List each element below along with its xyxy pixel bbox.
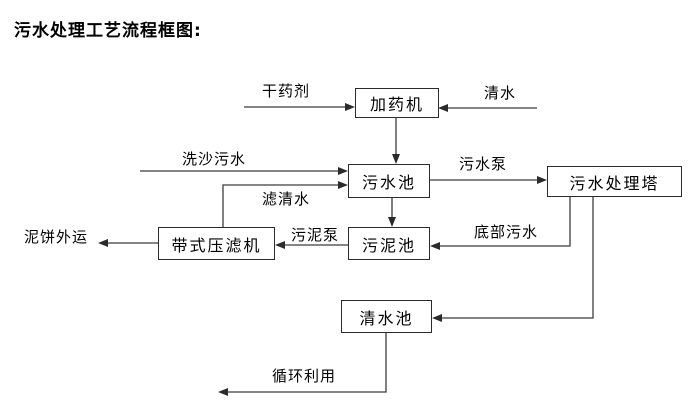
edge-bottom-sewage — [430, 197, 571, 250]
label-sand-washing-sewage: 洗沙污水 — [181, 150, 246, 168]
label-clean-water: 清水 — [483, 84, 516, 102]
edge-sand-washing-sewage — [140, 167, 348, 175]
node-sewage-pool: 污水池 — [348, 164, 430, 198]
node-treatment-tower-label: 污水处理塔 — [569, 173, 660, 193]
node-sewage-pool-label: 污水池 — [361, 173, 416, 192]
node-dosing-machine: 加药机 — [355, 88, 439, 118]
edge-tower-to-clean-water-pool — [432, 197, 594, 322]
edge-filtered-water — [222, 181, 348, 227]
edge-clean-water — [438, 104, 537, 112]
label-recycling: 循环利用 — [271, 367, 336, 385]
label-mud-cake-out: 泥饼外运 — [23, 228, 88, 246]
edge-dry-agent — [244, 103, 355, 111]
edge-mud-cake-out — [98, 239, 158, 247]
node-belt-filter-press: 带式压滤机 — [158, 227, 275, 260]
node-dosing-machine-label: 加药机 — [369, 95, 424, 114]
label-filtered-water: 滤清水 — [261, 190, 310, 208]
edge-recycling — [218, 333, 387, 396]
edge-sludge-pump — [275, 241, 348, 249]
diagram-title: 污水处理工艺流程框图: — [14, 21, 202, 41]
node-treatment-tower: 污水处理塔 — [547, 166, 682, 197]
label-bottom-sewage: 底部污水 — [473, 223, 538, 241]
label-sludge-pump: 污泥泵 — [290, 226, 339, 244]
edge-dosing-to-sewage-pool — [392, 118, 400, 164]
node-sludge-pool-label: 污泥池 — [361, 235, 416, 255]
node-sludge-pool: 污泥池 — [348, 227, 430, 260]
label-sewage-pump: 污水泵 — [458, 155, 507, 173]
edge-sewage-pool-to-sludge-pool — [388, 198, 396, 227]
node-clean-water-pool-label: 清水池 — [359, 308, 414, 328]
node-clean-water-pool: 清水池 — [341, 300, 432, 333]
edge-sewage-pump — [430, 176, 547, 184]
node-belt-filter-press-label: 带式压滤机 — [171, 235, 262, 255]
label-dry-agent: 干药剂 — [261, 82, 310, 100]
